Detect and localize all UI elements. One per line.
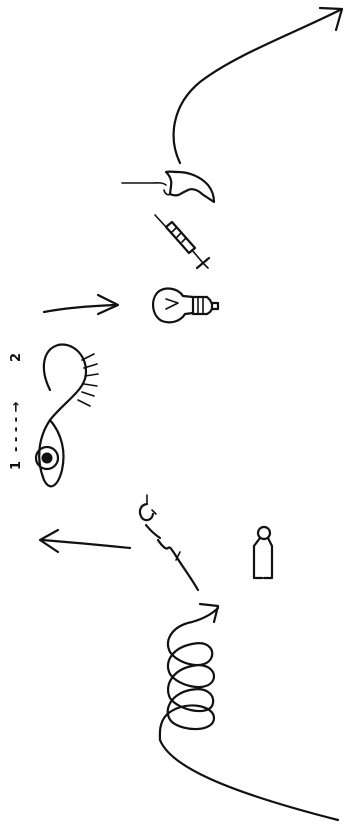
arrow-left-icon (40, 530, 130, 552)
syringe-icon (155, 215, 209, 268)
eye-open-icon (36, 420, 64, 486)
sequence-arrow-label: - - - - → (9, 401, 24, 452)
telephone-receiver-icon (122, 172, 214, 202)
sequence-end-label: 2 (9, 353, 24, 362)
fishing-hook-icon (140, 495, 198, 590)
sequence-start-label: 1 (9, 461, 24, 470)
big-curve-arrow-icon (174, 8, 342, 163)
safety-pin-icon (254, 527, 272, 578)
eye-closed-icon (44, 345, 98, 420)
light-bulb-icon (153, 289, 218, 323)
sequence-label: 1 - - - - → 2 (9, 353, 24, 470)
arrow-right-icon (44, 295, 118, 314)
spring-coil-icon (160, 604, 338, 820)
